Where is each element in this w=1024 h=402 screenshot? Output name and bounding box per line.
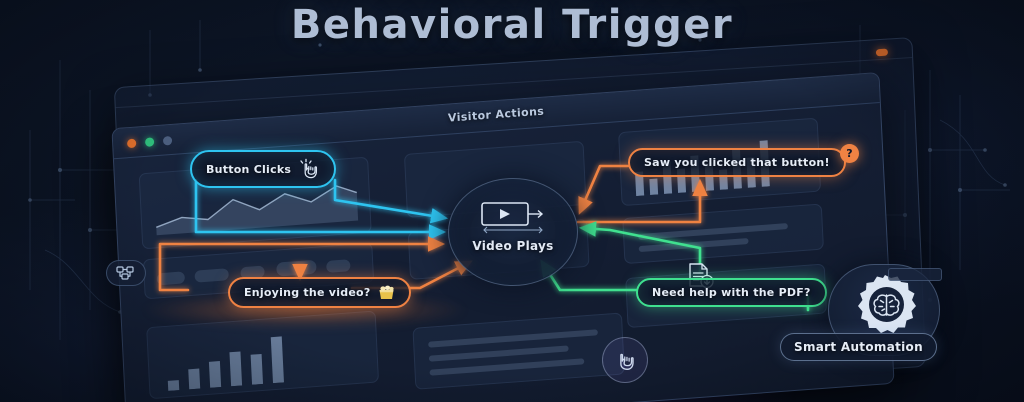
automation-label: Smart Automation xyxy=(794,340,923,354)
node-enjoying-video-label: Enjoying the video? xyxy=(244,286,371,299)
node-saw-you-clicked-label: Saw you clicked that button! xyxy=(644,156,830,169)
video-player-icon xyxy=(481,202,544,234)
gear-brain-icon xyxy=(858,275,916,333)
node-saw-you-clicked[interactable]: Saw you clicked that button! xyxy=(628,148,846,177)
pointer-hand-icon xyxy=(620,353,634,370)
help-badge[interactable]: ? xyxy=(840,144,859,163)
click-cursor-icon xyxy=(300,158,318,179)
hub-node-video-plays[interactable]: Video Plays xyxy=(448,178,578,286)
node-button-clicks[interactable]: Button Clicks xyxy=(190,150,337,188)
node-network-chip xyxy=(106,260,146,286)
network-nodes-icon xyxy=(116,266,134,280)
page-title: Behavioral Trigger xyxy=(290,2,734,48)
automation-label-pill[interactable]: Smart Automation xyxy=(780,333,937,361)
node-need-help-pdf-label: Need help with the PDF? xyxy=(652,286,811,299)
node-button-clicks-label: Button Clicks xyxy=(206,162,292,176)
popcorn-icon xyxy=(379,285,394,299)
node-enjoying-video[interactable]: Enjoying the video? xyxy=(228,277,411,308)
mini-panel-strip xyxy=(888,268,942,281)
node-need-help-pdf[interactable]: Need help with the PDF? xyxy=(636,278,827,307)
hub-label: Video Plays xyxy=(472,239,554,253)
bottom-cursor-indicator xyxy=(602,337,648,383)
